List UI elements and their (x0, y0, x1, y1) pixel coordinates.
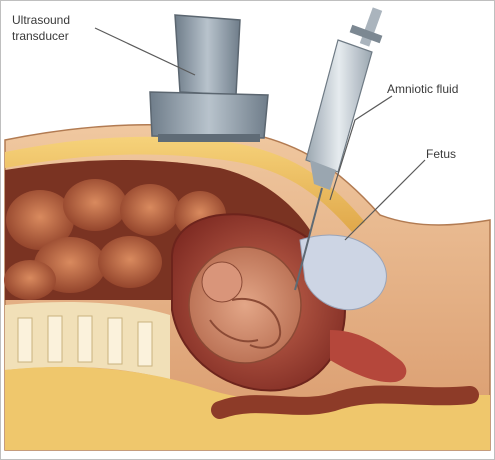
transducer-label-line1: Ultrasound (12, 13, 70, 27)
amniotic-fluid-label: Amniotic fluid (387, 82, 458, 96)
transducer-label-line2: transducer (12, 29, 69, 43)
fetus-label: Fetus (426, 147, 456, 161)
fetus (189, 247, 301, 363)
